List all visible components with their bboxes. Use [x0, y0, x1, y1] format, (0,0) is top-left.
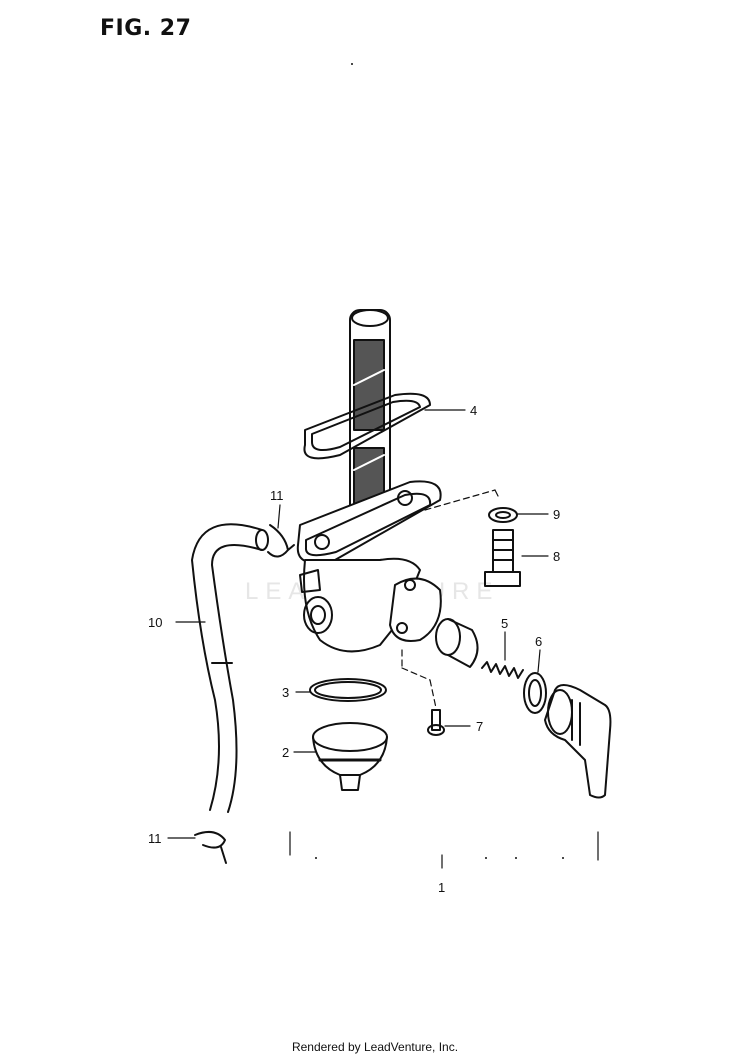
- valve-lever: [544, 684, 612, 799]
- sediment-cup: [312, 722, 388, 791]
- fuel-hose: [191, 523, 269, 813]
- mounting-flange: [296, 480, 442, 564]
- hose-clamp-lower: [194, 830, 227, 864]
- bowl-o-ring: [309, 678, 387, 702]
- tank-gasket: [303, 392, 431, 460]
- callout-8: 8: [553, 549, 561, 564]
- mounting-bolt: [484, 529, 521, 587]
- valve-plunger: [435, 618, 479, 668]
- callout-9: 9: [553, 507, 561, 522]
- callout-6: 6: [535, 634, 543, 649]
- figure-title: FIG. 27: [100, 16, 192, 41]
- callout-2: 2: [282, 745, 290, 760]
- bolt-washer: [488, 507, 518, 523]
- callout-11-upper: 11: [270, 488, 284, 503]
- screw: [427, 709, 445, 736]
- footer-credit: Rendered by LeadVenture, Inc.: [291, 1040, 459, 1054]
- callout-11-lower: 11: [148, 831, 162, 846]
- fuel-filter-screen: [349, 309, 391, 521]
- valve-spring: [481, 661, 524, 679]
- callout-1: 1: [438, 880, 446, 895]
- callout-7: 7: [476, 719, 484, 734]
- callout-4: 4: [470, 403, 478, 418]
- hose-clamp-upper: [267, 524, 295, 558]
- callout-10: 10: [148, 615, 163, 630]
- petcock-body: [299, 557, 442, 653]
- callout-3: 3: [282, 685, 290, 700]
- callout-5: 5: [501, 616, 509, 631]
- lever-washer: [523, 672, 547, 714]
